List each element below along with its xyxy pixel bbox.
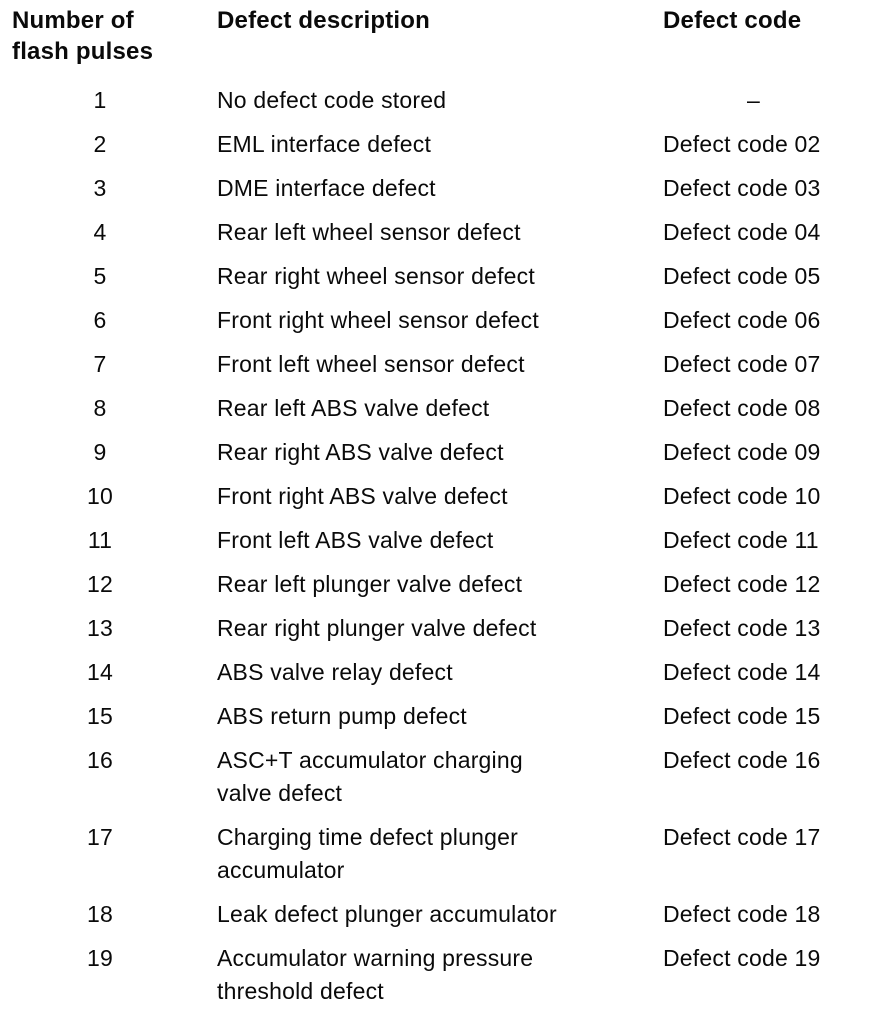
flash-pulse-count: 17	[87, 824, 113, 850]
defect-code: Defect code 06	[663, 307, 821, 333]
defect-code: Defect code 09	[663, 439, 821, 465]
defect-code-table: Number of flash pulses Defect descriptio…	[12, 5, 880, 1008]
flash-pulse-count: 18	[87, 901, 113, 927]
defect-code: Defect code 14	[663, 659, 821, 685]
flash-pulse-count: 2	[93, 131, 107, 157]
flash-pulse-count: 15	[87, 703, 113, 729]
defect-description: Charging time defect plunger accumulator	[217, 824, 518, 883]
defect-code: Defect code 11	[663, 527, 819, 553]
flash-pulse-count: 13	[87, 615, 113, 641]
defect-description: ABS valve relay defect	[217, 659, 453, 685]
defect-code: Defect code 18	[663, 901, 821, 927]
defect-code-none-dash: –	[747, 87, 760, 113]
defect-code: Defect code 07	[663, 351, 821, 377]
defect-code: Defect code 04	[663, 219, 821, 245]
defect-code: Defect code 12	[663, 571, 821, 597]
col-header-defect-description: Defect description	[217, 7, 430, 34]
flash-pulse-count: 14	[87, 659, 113, 685]
col-header-flash-pulses: Number of flash pulses	[12, 7, 154, 65]
defect-description: Rear right plunger valve defect	[217, 615, 537, 641]
defect-code: Defect code 08	[663, 395, 821, 421]
defect-code: Defect code 02	[663, 131, 821, 157]
defect-code: Defect code 05	[663, 263, 821, 289]
defect-code: Defect code 10	[663, 483, 821, 509]
defect-description: Rear right ABS valve defect	[217, 439, 504, 465]
defect-description: Rear left wheel sensor defect	[217, 219, 521, 245]
flash-pulse-count: 16	[87, 747, 113, 773]
col-header-defect-code: Defect code	[663, 7, 802, 34]
defect-description: Front left wheel sensor defect	[217, 351, 525, 377]
defect-description: Rear left ABS valve defect	[217, 395, 490, 421]
defect-code: Defect code 16	[663, 747, 821, 773]
defect-description: Accumulator warning pressure threshold d…	[217, 945, 534, 1004]
defect-description: EML interface defect	[217, 131, 432, 157]
flash-pulse-count: 8	[93, 395, 107, 421]
defect-description: Rear left plunger valve defect	[217, 571, 523, 597]
flash-pulse-count: 19	[87, 945, 113, 971]
flash-pulse-count: 1	[93, 87, 107, 113]
flash-pulse-count: 3	[93, 175, 107, 201]
defect-code: Defect code 03	[663, 175, 821, 201]
flash-pulse-count: 5	[93, 263, 107, 289]
flash-pulse-count: 11	[87, 527, 113, 553]
flash-pulse-count: 6	[93, 307, 107, 333]
defect-description: ASC+T accumulator charging valve defect	[217, 747, 523, 806]
defect-description: Front right ABS valve defect	[217, 483, 508, 509]
flash-pulse-count: 10	[87, 483, 113, 509]
defect-description: ABS return pump defect	[217, 703, 467, 729]
flash-pulse-count: 7	[93, 351, 107, 377]
defect-description: DME interface defect	[217, 175, 436, 201]
flash-pulse-count: 9	[93, 439, 107, 465]
defect-code: Defect code 17	[663, 824, 821, 850]
flash-pulse-count: 12	[87, 571, 113, 597]
defect-description: Leak defect plunger accumulator	[217, 901, 557, 927]
defect-code: Defect code 15	[663, 703, 821, 729]
defect-description: No defect code stored	[217, 87, 447, 113]
defect-description: Front right wheel sensor defect	[217, 307, 539, 333]
defect-code: Defect code 13	[663, 615, 821, 641]
defect-description: Front left ABS valve defect	[217, 527, 494, 553]
defect-code: Defect code 19	[663, 945, 821, 971]
defect-description: Rear right wheel sensor defect	[217, 263, 535, 289]
flash-pulse-count: 4	[93, 219, 107, 245]
